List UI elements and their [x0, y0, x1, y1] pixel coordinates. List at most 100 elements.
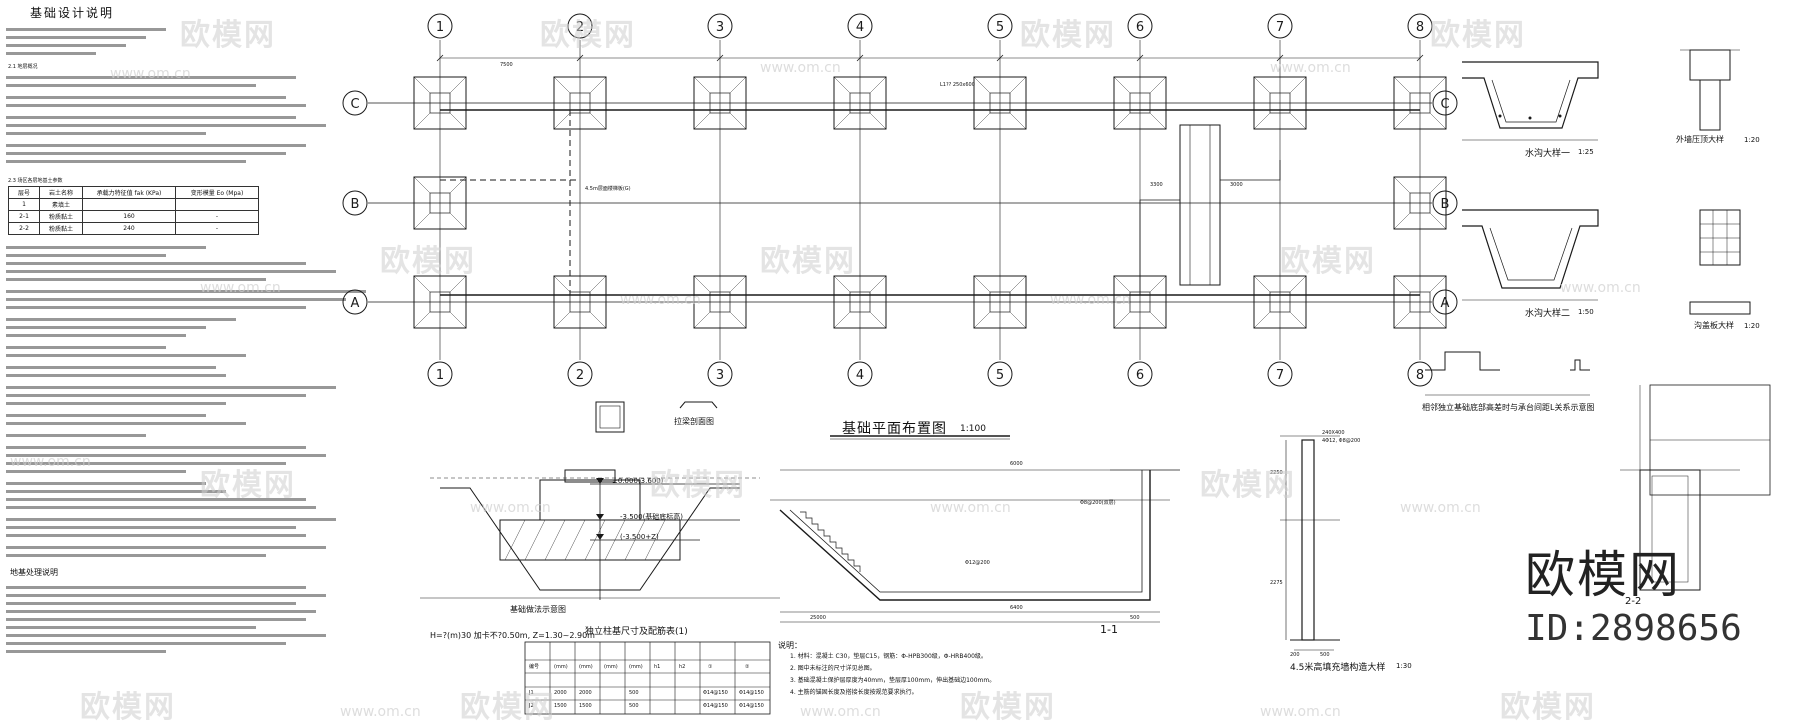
footing-slope [413, 275, 431, 293]
footing-slope [973, 112, 991, 130]
schedule-cell: h1 [654, 664, 661, 670]
schedule-cell: Φ14@150 [739, 703, 764, 709]
schedule-cell: Φ14@150 [703, 703, 728, 709]
schedule-cell: Φ14@150 [703, 690, 728, 696]
gutter2-scale: 1:50 [1578, 308, 1594, 316]
grid-bubble-label: 6 [1136, 20, 1144, 35]
footing-slope [589, 311, 607, 329]
wall-detail-2-2 [1620, 469, 1740, 591]
footing-slope [1429, 311, 1447, 329]
grid-bubble-label: 7 [1276, 368, 1284, 383]
footing-slope [413, 76, 431, 94]
footing-slope [1393, 112, 1411, 130]
watermark-text: 欧模网 [180, 18, 276, 53]
schedule-cell: (mm) [629, 664, 643, 670]
schedule-cell: (mm) [604, 664, 618, 670]
wallcap-title: 外墙压顶大样 [1676, 135, 1724, 144]
footing-slope [1253, 275, 1271, 293]
bracket-detail [595, 401, 718, 433]
grid-bubble [707, 13, 733, 39]
section-1-1-title: 1-1 [1100, 623, 1118, 636]
footing-slope [449, 112, 467, 130]
footing-slope [1113, 112, 1131, 130]
gutter-detail-1 [1462, 61, 1599, 141]
footing-slope [1289, 275, 1307, 293]
dim-tick [576, 54, 584, 62]
schedule-cell: h2 [679, 664, 686, 670]
stair-well [1179, 124, 1221, 286]
grid-bubble-row-label: A [351, 296, 360, 311]
elevation-markers [590, 478, 740, 600]
grid-bubble-row [342, 190, 368, 216]
gutter1-title: 水沟大样一 [1525, 149, 1571, 159]
footing-slope [1393, 176, 1411, 194]
soil-table-title: 2.3 场区各层地基土参数 [8, 178, 63, 184]
pit-relation-note: 相邻独立基础底部高差时与承台间距L关系示意图 [1422, 403, 1595, 412]
soil-td: - [175, 222, 259, 235]
watermark-url: www.om.cn [340, 704, 421, 720]
grid-bubble-label: 4 [856, 20, 864, 35]
footing-slope [973, 275, 991, 293]
gutter-detail-2 [1462, 209, 1599, 301]
footing-title: 基础做法示意图 [510, 605, 566, 614]
watermark-url: www.om.cn [1050, 292, 1131, 308]
schedule-cell: Φ14@150 [739, 690, 764, 696]
footing-slope [1149, 112, 1167, 130]
grid-bubble [567, 13, 593, 39]
footing-slope [413, 176, 431, 194]
schedule-cell: ② [745, 664, 750, 670]
footing-slope [869, 112, 887, 130]
grid-bubble-label: 3 [716, 368, 724, 383]
slab-scale: 1:20 [1744, 322, 1760, 330]
watermark-url: www.om.cn [800, 704, 881, 720]
footing-slope [973, 311, 991, 329]
footing-slope [1149, 275, 1167, 293]
dim-tick [996, 54, 1004, 62]
grid-bubble-row-label: A [1441, 296, 1450, 311]
watermark-text: 欧模网 [80, 690, 176, 725]
section-dim: 25000 [810, 615, 826, 621]
footing-slope [693, 275, 711, 293]
plan-scale: 1:100 [960, 424, 986, 434]
footing-slope [1113, 76, 1131, 94]
brand-watermark: 欧模网 [1525, 546, 1681, 604]
schedule-cell: 500 [629, 703, 639, 709]
footing-slope [1009, 112, 1027, 130]
footing-slope [1253, 76, 1271, 94]
footing-slope [1009, 275, 1027, 293]
gutter1-scale: 1:25 [1578, 148, 1594, 156]
grid-bubble [1127, 13, 1153, 39]
watermark-text: 欧模网 [1280, 244, 1376, 279]
grid-bubble-label: 8 [1416, 20, 1424, 35]
section-dim: 500 [1130, 615, 1140, 621]
table-row: 2-2 粉质黏土 240 - [8, 222, 259, 235]
plan-slab-label: 4.5m层面楼梯板(G) [585, 186, 631, 192]
grid-bubble-label: 8 [1416, 368, 1424, 383]
footing-slope [1289, 76, 1307, 94]
brand-id: ID:2898656 [1525, 608, 1742, 649]
watermark-text: 欧模网 [960, 690, 1056, 725]
soil-table: 层号 岩土名称 承载力特征值 fak (KPa) 变形模量 Eo (Mpa) 1… [8, 186, 259, 235]
watermark-url: www.om.cn [110, 66, 191, 82]
footing-slope [833, 76, 851, 94]
grid-bubble-label: 5 [996, 368, 1004, 383]
watermark-text: 欧模网 [1020, 18, 1116, 53]
grid-bubble [427, 361, 453, 387]
grid-bubble [707, 361, 733, 387]
footing-slope [693, 112, 711, 130]
footing-slope [869, 76, 887, 94]
dim-tick [856, 54, 864, 62]
general-note-line: 4. 主筋的锚固长度及搭接长度按规范要求执行。 [790, 689, 918, 696]
schedule-cell: 2000 [579, 690, 592, 696]
schedule-cell: 1500 [579, 703, 592, 709]
watermark-url: www.om.cn [200, 280, 281, 296]
footing-slope [1429, 112, 1447, 130]
footing-slope [693, 76, 711, 94]
grid-bubble-row-label: B [351, 197, 360, 212]
corner-label: 2-2 [1625, 596, 1642, 607]
footing-slope [1113, 311, 1131, 329]
watermark-text: 欧模网 [1430, 18, 1526, 53]
footing-slope [729, 275, 747, 293]
footing-slope [1393, 212, 1411, 230]
